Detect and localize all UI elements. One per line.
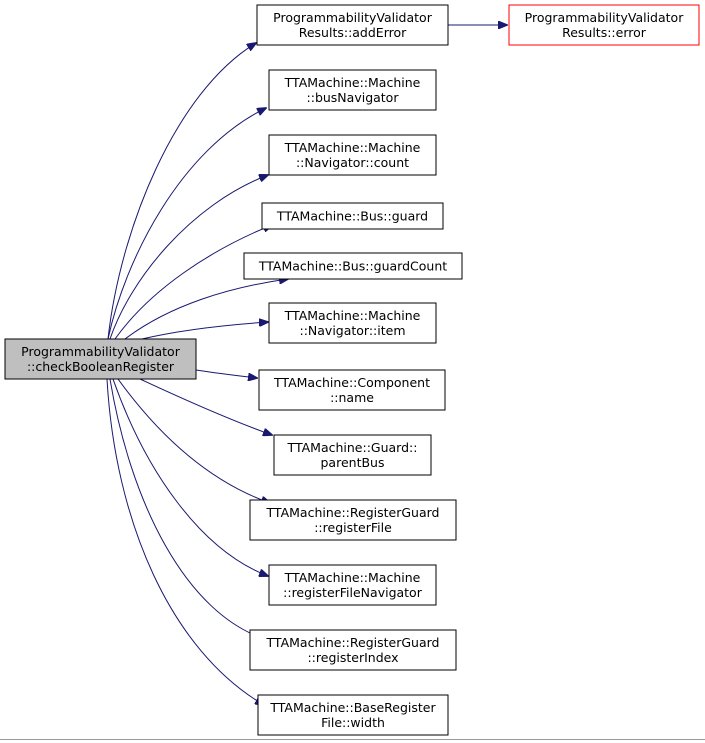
node-label-line: TTAMachine::Component <box>273 375 430 390</box>
node-box <box>243 252 463 280</box>
edge-root-to-name <box>195 369 257 378</box>
edge-root-to-parentBus <box>139 378 272 435</box>
node-box <box>261 202 444 230</box>
edge-root-to-registerFile <box>117 378 270 503</box>
node-box <box>256 4 449 46</box>
node-label-line: Results::error <box>562 25 647 40</box>
edge-root-to-count <box>109 175 268 340</box>
node-guard[interactable]: TTAMachine::Bus::guard <box>261 202 444 230</box>
node-guardCount[interactable]: TTAMachine::Bus::guardCount <box>243 252 463 280</box>
node-item[interactable]: TTAMachine::Machine::Navigator::item <box>268 302 437 344</box>
node-box <box>249 629 457 671</box>
node-label-line: TTAMachine::Machine <box>284 75 421 90</box>
node-box <box>257 694 449 736</box>
node-label-line: TTAMachine::Bus::guardCount <box>258 259 447 274</box>
node-label-line: TTAMachine::Machine <box>284 570 421 585</box>
node-label-line: TTAMachine::BaseRegister <box>269 700 436 715</box>
node-box <box>258 369 446 411</box>
node-label-line: TTAMachine::Machine <box>284 308 421 323</box>
node-label-line: TTAMachine::Bus::guard <box>276 209 428 224</box>
node-registerFileNavigator[interactable]: TTAMachine::Machine::registerFileNavigat… <box>268 564 437 606</box>
node-addError[interactable]: ProgrammabilityValidatorResults::addErro… <box>256 4 449 46</box>
node-box <box>268 564 437 606</box>
node-label-line: ProgrammabilityValidator <box>21 344 181 359</box>
node-label-line: ::registerFileNavigator <box>283 585 423 600</box>
node-label-line: ProgrammabilityValidator <box>525 10 685 25</box>
node-label-line: parentBus <box>321 455 385 470</box>
edge-root-to-busNavigator <box>107 108 266 340</box>
edge-root-to-width <box>106 378 264 705</box>
node-registerIndex[interactable]: TTAMachine::RegisterGuard::registerIndex <box>249 629 457 671</box>
edge-root-to-registerIndex <box>109 378 268 640</box>
root-node[interactable]: ProgrammabilityValidator::checkBooleanRe… <box>4 338 197 380</box>
node-box <box>508 4 700 46</box>
edge-root-to-guard <box>114 225 272 340</box>
node-label-line: ::name <box>330 390 374 405</box>
node-box <box>4 338 197 380</box>
edge-root-to-addError <box>107 43 256 340</box>
edge-root-to-guardCount <box>124 279 288 340</box>
bottom-divider <box>0 739 705 740</box>
node-busNavigator[interactable]: TTAMachine::Machine::busNavigator <box>268 69 437 111</box>
node-box <box>268 134 437 176</box>
node-label-line: File::width <box>321 715 385 730</box>
node-label-line: ::registerIndex <box>307 650 398 665</box>
node-label-line: ::busNavigator <box>307 90 400 105</box>
node-box <box>268 302 437 344</box>
node-parentBus[interactable]: TTAMachine::Guard::parentBus <box>273 434 432 476</box>
edge-root-to-registerFileNavigator <box>112 378 268 576</box>
node-label-line: TTAMachine::RegisterGuard <box>266 505 440 520</box>
edge-root-to-item <box>141 322 268 340</box>
node-label-line: TTAMachine::Machine <box>284 140 421 155</box>
node-label-line: TTAMachine::Guard:: <box>287 440 418 455</box>
node-name[interactable]: TTAMachine::Component::name <box>258 369 446 411</box>
node-box <box>268 69 437 111</box>
node-label-line: ::registerFile <box>314 520 392 535</box>
node-registerFile[interactable]: TTAMachine::RegisterGuard::registerFile <box>249 499 457 541</box>
node-box <box>249 499 457 541</box>
node-box <box>273 434 432 476</box>
edges-layer <box>106 25 507 705</box>
node-label-line: ProgrammabilityValidator <box>273 10 433 25</box>
node-label-line: ::Navigator::count <box>296 155 409 170</box>
node-label-line: ::Navigator::item <box>299 323 405 338</box>
node-label-line: Results::addError <box>299 25 407 40</box>
node-count[interactable]: TTAMachine::Machine::Navigator::count <box>268 134 437 176</box>
nodes-layer: ProgrammabilityValidator::checkBooleanRe… <box>4 4 700 736</box>
node-label-line: ::checkBooleanRegister <box>27 359 175 374</box>
node-label-line: TTAMachine::RegisterGuard <box>266 635 440 650</box>
